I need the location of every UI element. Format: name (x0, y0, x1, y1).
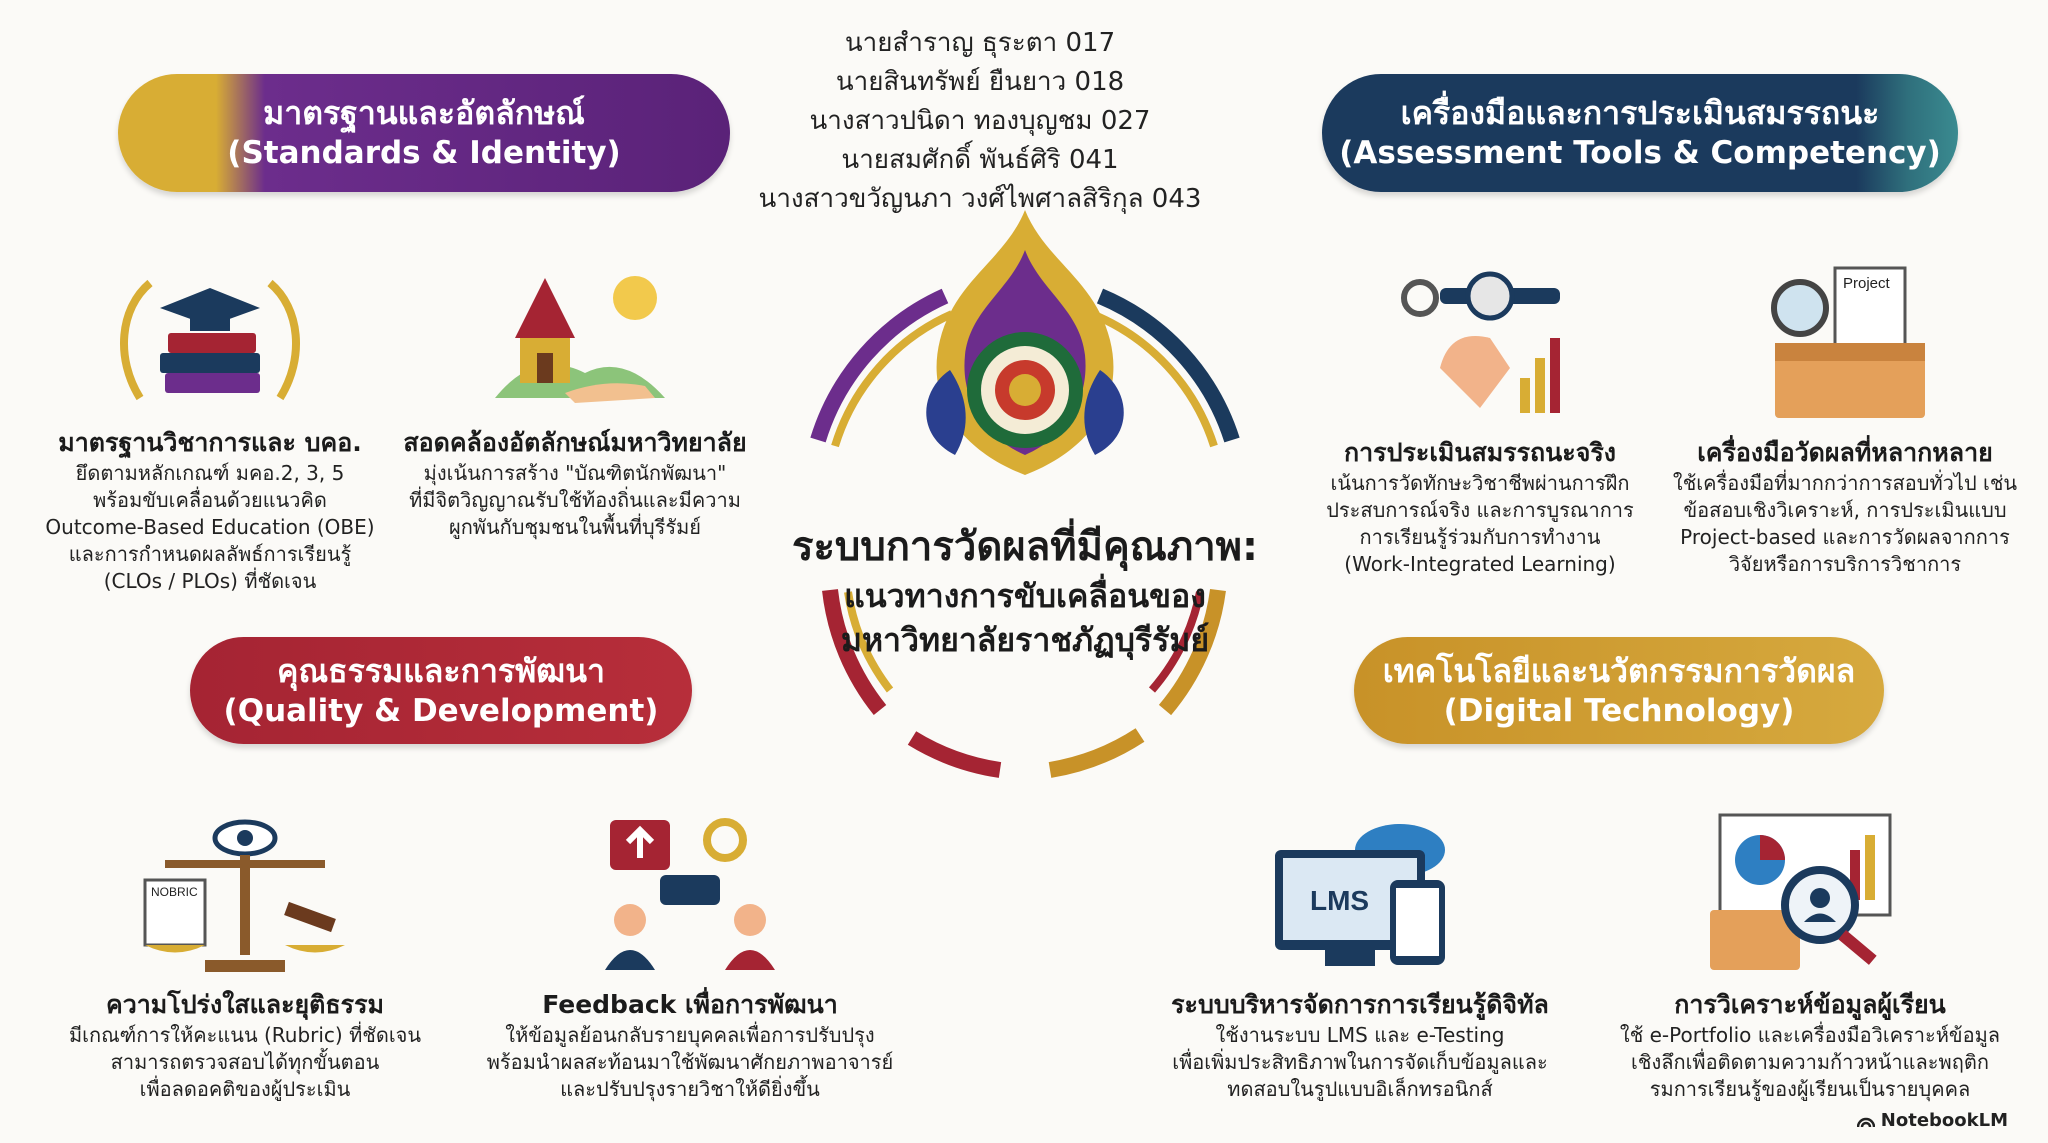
pillar-digital-banner: เทคโนโลยีและนวัตกรรมการวัดผล (Digital Te… (1354, 637, 1884, 744)
ring-segment-red (822, 589, 887, 716)
ring-segment-purple (810, 288, 949, 443)
item-desc-line: เพื่อลดอคติของผู้ประเมิน (139, 1077, 351, 1101)
item-feedback: Feedback เพื่อการพัฒนา ให้ข้อมูลย้อนกลับ… (470, 810, 910, 1103)
university-seal-icon (926, 210, 1124, 475)
item-desc-line: พร้อมขับเคลื่อนด้วยแนวคิด (93, 488, 327, 512)
item-diverse-tools: Project เครื่องมือวัดผลที่หลากหลาย ใช้เค… (1665, 258, 2025, 578)
item-desc-line: Outcome-Based Education (OBE) (45, 515, 375, 539)
lms-monitor-icon: LMS (1275, 824, 1445, 966)
item-desc-line: ใช้เครื่องมือที่มากกว่าการสอบทั่วไป เช่น (1672, 471, 2018, 495)
center-title: ระบบการวัดผลที่มีคุณภาพ: (791, 524, 1259, 570)
item-title: การประเมินสมรรถนะจริง (1344, 438, 1616, 467)
item-desc-line: วิจัยหรือการบริการวิชาการ (1728, 552, 1962, 576)
ring-segment-navy (1096, 288, 1240, 443)
pillar-title-en: (Standards & Identity) (227, 135, 621, 171)
pillar-title-en: (Quality & Development) (223, 692, 659, 729)
thai-temple-icon (495, 276, 665, 403)
hand-gauge-icon (1401, 271, 1560, 413)
ring-segment-red-inner (1148, 591, 1204, 693)
item-transparency: NOBRIC ความโปร่งใสและยุติธรรม มีเกณฑ์การ… (60, 810, 430, 1103)
item-desc-line: ใช้งานระบบ LMS และ e-Testing (1215, 1023, 1505, 1047)
author-name: นางสาวขวัญนภา วงศ์ไพศาลสิริกุล 043 (758, 184, 1202, 214)
pillar-quality-banner: คุณธรรมและการพัฒนา (Quality & Developmen… (190, 637, 692, 744)
ring-segment-gold-inner (1090, 310, 1218, 448)
notebooklm-logo-icon (1856, 1117, 1875, 1127)
pillar-assessment-banner: เครื่องมือและการประเมินสมรรถนะ (Assessme… (1322, 74, 1958, 192)
ring-segment-gold-inner (831, 310, 954, 448)
rubric-label: NOBRIC (151, 885, 198, 899)
author-list: นายสำราญ ธุระตา 017 นายสินทรัพย์ ยืนยาว … (700, 24, 1260, 219)
item-desc-line: รมการเรียนรู้ของผู้เรียนเป็นรายบุคคล (1649, 1077, 1971, 1101)
item-title: ความโปร่งใสและยุติธรรม (105, 990, 384, 1019)
data-analytics-icon (1710, 813, 1892, 970)
notebooklm-brand: NotebookLM (1856, 1110, 2008, 1131)
feedback-people-icon (605, 818, 775, 970)
author-name: นายสมศักดิ์ พันธ์ศิริ 041 (841, 145, 1119, 175)
toolbox-icon: Project (1771, 266, 1925, 418)
item-desc-line: เพื่อเพิ่มประสิทธิภาพในการจัดเก็บข้อมูลแ… (1172, 1050, 1548, 1074)
item-desc-line: เน้นการวัดทักษะวิชาชีพผ่านการฝึก (1330, 471, 1630, 495)
ring-segment-gold-inner (844, 591, 894, 693)
project-doc-label: Project (1843, 275, 1891, 292)
item-desc-line: การเรียนรู้ร่วมกับการทำงาน (1359, 525, 1601, 549)
item-desc-line: ยึดตามหลักเกณฑ์ มคอ.2, 3, 5 (75, 461, 345, 485)
item-desc-line: (Work-Integrated Learning) (1344, 552, 1616, 576)
author-name: นายสำราญ ธุระตา 017 (844, 28, 1116, 58)
item-title: Feedback เพื่อการพัฒนา (542, 990, 838, 1019)
item-learner-analytics: การวิเคราะห์ข้อมูลผู้เรียน ใช้ e-Portfol… (1600, 810, 2020, 1103)
item-title: เครื่องมือวัดผลที่หลากหลาย (1697, 438, 1993, 467)
pillar-title-th: มาตรฐานและอัตลักษณ์ (263, 94, 585, 132)
pillar-title-en: (Assessment Tools & Competency) (1339, 135, 1941, 171)
item-desc-line: พร้อมนำผลสะท้อนมาใช้พัฒนาศักยภาพอาจารย์ (486, 1050, 894, 1074)
item-desc-line: ประสบการณ์จริง และการบูรณาการ (1326, 498, 1634, 522)
item-digital-lms: LMS ระบบบริหารจัดการการเรียนรู้ดิจิทัล ใ… (1140, 810, 1580, 1103)
center-title-block: ระบบการวัดผลที่มีคุณภาพ: แนวทางการขับเคล… (770, 520, 1280, 662)
pillar-title-th: คุณธรรมและการพัฒนา (277, 651, 605, 690)
item-desc-line: (CLOs / PLOs) ที่ชัดเจน (103, 569, 317, 593)
pillar-standards-banner: มาตรฐานและอัตลักษณ์ (Standards & Identit… (118, 74, 730, 192)
item-desc-line: ใช้ e-Portfolio และเครื่องมือวิเคราะห์ข้… (1619, 1023, 2001, 1047)
pillar-title-th: เทคโนโลยีและนวัตกรรมการวัดผล (1382, 651, 1856, 690)
graduation-books-icon (120, 279, 300, 401)
item-authentic-assessment: การประเมินสมรรถนะจริง เน้นการวัดทักษะวิช… (1300, 258, 1660, 578)
author-name: นายสินทรัพย์ ยืนยาว 018 (835, 67, 1125, 97)
central-ring-graphic (810, 210, 1240, 778)
center-subtitle: มหาวิทยาลัยราชภัฏบุรีรัมย์ (840, 621, 1210, 659)
item-desc-line: ทดสอบในรูปแบบอิเล็กทรอนิกส์ (1227, 1077, 1493, 1101)
item-title: ระบบบริหารจัดการการเรียนรู้ดิจิทัล (1171, 990, 1549, 1019)
item-desc-line: เชิงลึกเพื่อติดตามความก้าวหน้าและพฤติก (1631, 1050, 1989, 1074)
item-desc-line: มุ่งเน้นการสร้าง "บัณฑิตนักพัฒนา" (423, 461, 727, 485)
author-name: นางสาวปนิดา ทองบุญชม 027 (809, 106, 1151, 136)
item-desc-line: สามารถตรวจสอบได้ทุกขั้นตอน (110, 1050, 380, 1074)
brand-label: NotebookLM (1880, 1110, 2008, 1131)
center-subtitle: แนวทางการขับเคลื่อนของ (844, 577, 1206, 615)
item-desc-line: Project-based และการวัดผลจากการ (1680, 525, 2010, 549)
item-desc-line: ให้ข้อมูลย้อนกลับรายบุคคลเพื่อการปรับปรุ… (505, 1023, 875, 1047)
item-desc-line: และการกำหนดผลลัพธ์การเรียนรู้ (68, 542, 352, 566)
item-desc-line: ข้อสอบเชิงวิเคราะห์, การประเมินแบบ (1683, 498, 2007, 522)
justice-scale-icon: NOBRIC (143, 819, 345, 972)
item-desc-line: ผูกพันกับชุมชนในพื้นที่บุรีรัมย์ (448, 515, 702, 539)
item-desc-line: และปรับปรุงรายวิชาให้ดียิ่งขึ้น (560, 1077, 820, 1101)
pillar-title-th: เครื่องมือและการประเมินสมรรถนะ (1400, 94, 1880, 132)
item-desc-line: มีเกณฑ์การให้คะแนน (Rubric) ที่ชัดเจน (68, 1023, 422, 1047)
ring-segment-gold (1158, 588, 1226, 716)
item-academic-standards: มาตรฐานวิชาการและ บคอ. ยึดตามหลักเกณฑ์ ม… (40, 258, 380, 595)
pillar-title-en: (Digital Technology) (1443, 692, 1795, 729)
item-desc-line: ที่มีจิตวิญญาณรับใช้ท้องถิ่นและมีความ (409, 488, 741, 512)
item-university-identity: สอดคล้องอัตลักษณ์มหาวิทยาลัย มุ่งเน้นการ… (390, 258, 760, 541)
item-title: สอดคล้องอัตลักษณ์มหาวิทยาลัย (403, 428, 747, 457)
ring-segment-red (907, 731, 1002, 778)
item-title: มาตรฐานวิชาการและ บคอ. (58, 428, 362, 457)
ring-segment-gold (1048, 728, 1145, 778)
lms-screen-label: LMS (1310, 885, 1369, 916)
item-title: การวิเคราะห์ข้อมูลผู้เรียน (1674, 990, 1946, 1019)
